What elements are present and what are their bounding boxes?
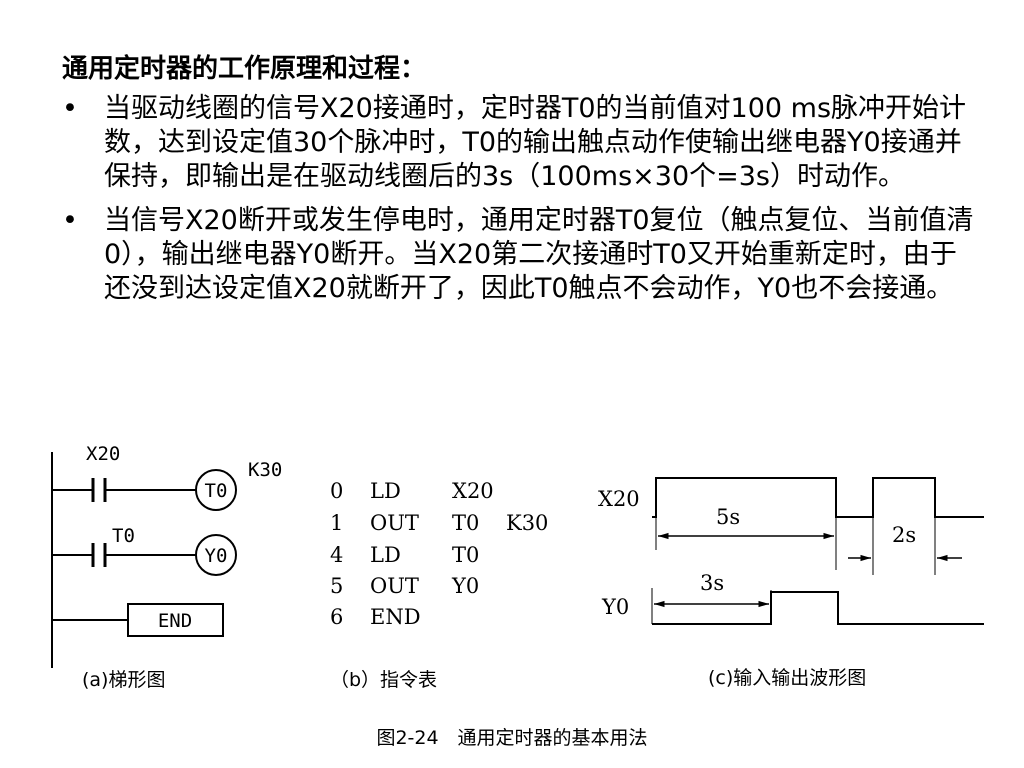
y0-signal-label: Y0 xyxy=(601,595,629,619)
instruction-step: 4 xyxy=(330,543,343,567)
instruction-step: 0 xyxy=(330,479,343,503)
end-box-label: END xyxy=(158,610,192,632)
instruction-step: 5 xyxy=(330,574,343,598)
waveform-caption: (c)输入输出波形图 xyxy=(708,667,866,689)
y0-waveform xyxy=(652,591,984,625)
instruction-op: OUT xyxy=(370,574,419,598)
bullet-list: • 当驱动线圈的信号X20接通时，定时器T0的当前值对100 ms脉冲开始计数，… xyxy=(62,92,982,306)
text-block: 通用定时器的工作原理和过程： • 当驱动线圈的信号X20接通时，定时器T0的当前… xyxy=(62,52,982,316)
timer-figure: X20 T0 K30 T0 Y0 END (a)梯形图 0 LD X20 1 O… xyxy=(0,430,1024,768)
instruction-arg1: T0 xyxy=(452,543,479,567)
instruction-step: 1 xyxy=(330,511,343,535)
instruction-table: 0 LD X20 1 OUT T0 K30 4 LD T0 xyxy=(330,479,548,629)
instruction-op: LD xyxy=(370,479,401,503)
waveform-dimensions xyxy=(654,532,962,608)
rung1-coil-label: T0 xyxy=(205,480,228,502)
instruction-arg2: K30 xyxy=(506,511,548,535)
instruction-row: 4 LD T0 xyxy=(330,543,479,567)
interval-3s-label: 3s xyxy=(700,571,724,595)
rung2-coil-label: Y0 xyxy=(205,545,228,567)
bullet-marker: • xyxy=(62,205,78,236)
instruction-op: LD xyxy=(370,543,401,567)
rung1-setting-label: K30 xyxy=(248,459,282,481)
end-box xyxy=(127,603,224,637)
instruction-row: 6 END xyxy=(330,605,421,629)
instruction-caption: （b）指令表 xyxy=(330,669,437,691)
instruction-arg1: Y0 xyxy=(451,574,479,598)
rung2-coil-circle xyxy=(195,534,237,576)
waveform-labels: X20 Y0 5s 2s 3s xyxy=(598,487,916,619)
slide-heading: 通用定时器的工作原理和过程： xyxy=(62,54,427,84)
figure-caption: 图2-24 通用定时器的基本用法 xyxy=(376,727,647,749)
bullet-item: • 当信号X20断开或发生停电时，通用定时器T0复位（触点复位、当前值清0），输… xyxy=(62,204,982,306)
instruction-arg1: T0 xyxy=(452,511,479,535)
waveform-diagram xyxy=(652,477,984,625)
figure-canvas: X20 T0 K30 T0 Y0 END (a)梯形图 0 LD X20 1 O… xyxy=(51,443,984,749)
ladder-diagram xyxy=(51,452,237,668)
bullet-marker: • xyxy=(62,93,78,124)
bullet-text: 当驱动线圈的信号X20接通时，定时器T0的当前值对100 ms脉冲开始计数，达到… xyxy=(104,93,967,192)
bullet-text: 当信号X20断开或发生停电时，通用定时器T0复位（触点复位、当前值清0），输出继… xyxy=(104,205,974,304)
waveform-guides xyxy=(651,517,936,624)
instruction-arg1: X20 xyxy=(452,479,494,503)
x20-waveform xyxy=(652,477,984,518)
instruction-op: OUT xyxy=(370,511,419,535)
rung1-contact-label: X20 xyxy=(86,443,120,465)
rung1-coil-circle xyxy=(195,469,237,511)
ladder-labels: X20 T0 K30 T0 Y0 END xyxy=(86,443,282,632)
instruction-row: 5 OUT Y0 xyxy=(330,574,479,598)
x20-signal-label: X20 xyxy=(598,487,640,511)
instruction-step: 6 xyxy=(330,605,343,629)
bullet-item: • 当驱动线圈的信号X20接通时，定时器T0的当前值对100 ms脉冲开始计数，… xyxy=(62,92,982,194)
interval-5s-label: 5s xyxy=(716,505,740,529)
instruction-row: 0 LD X20 xyxy=(330,479,494,503)
instruction-row: 1 OUT T0 K30 xyxy=(330,511,548,535)
rung2-contact-label: T0 xyxy=(112,525,135,547)
interval-2s-label: 2s xyxy=(892,523,916,547)
instruction-op: END xyxy=(370,605,421,629)
ladder-caption: (a)梯形图 xyxy=(82,669,165,691)
